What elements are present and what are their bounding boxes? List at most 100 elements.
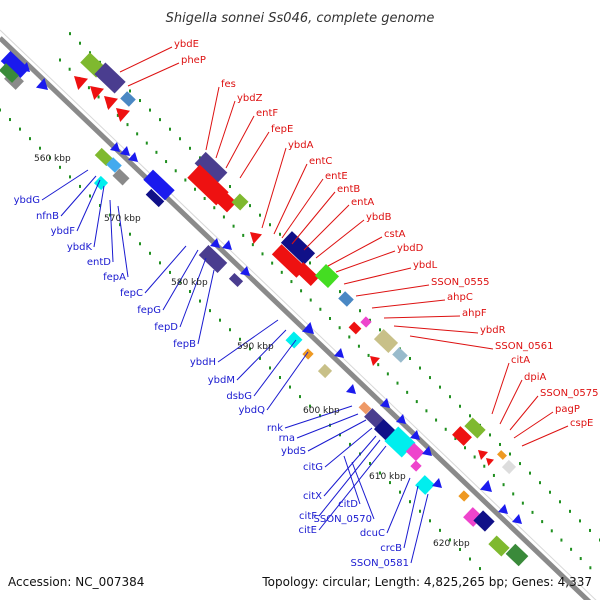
gene-label[interactable]: SSON_0555 [431, 277, 490, 288]
tick-dot [136, 132, 139, 136]
gene-label[interactable]: entB [337, 184, 360, 195]
gene-block [0, 50, 30, 80]
gene-label[interactable]: dsbG [226, 391, 252, 402]
tick-dot [189, 146, 191, 150]
label-connector [318, 439, 381, 517]
tick-dot [242, 233, 245, 237]
gene-label[interactable]: cstA [384, 229, 406, 240]
gene-label[interactable]: ybdF [51, 226, 76, 237]
label-connector [335, 250, 396, 273]
label-connector [261, 147, 287, 229]
tick-dot [19, 127, 21, 131]
gene-label[interactable]: crcB [380, 543, 402, 554]
gene-label[interactable]: ybdM [208, 375, 235, 386]
gene-arrow [128, 152, 138, 162]
gene-label[interactable]: ybdD [397, 243, 424, 254]
gene-label[interactable]: pagP [555, 404, 580, 415]
tick-dot [409, 500, 411, 504]
gene-label[interactable]: fepE [271, 124, 293, 135]
gene-label[interactable]: citD [338, 499, 358, 510]
gene-label[interactable]: citF [299, 511, 317, 522]
tick-dot [184, 178, 187, 182]
gene-label[interactable]: ybdA [288, 140, 314, 151]
gene-label[interactable]: fepC [120, 288, 143, 299]
gene-label[interactable]: entE [325, 171, 348, 182]
gene-label[interactable]: entA [351, 197, 374, 208]
gene-arrow [104, 96, 118, 110]
gene-arrow [116, 108, 130, 122]
gene-label[interactable]: citG [303, 462, 323, 473]
gene-arrow [120, 146, 130, 156]
gene-label[interactable]: ybdH [190, 357, 216, 368]
gene-label[interactable]: fepA [103, 272, 126, 283]
label-connector [217, 319, 279, 363]
gene-block [405, 442, 425, 462]
gene-label[interactable]: ybdZ [237, 93, 263, 104]
gene-label[interactable]: SSON_0581 [351, 558, 410, 569]
label-connector [499, 379, 523, 425]
gene-label[interactable]: entD [87, 257, 111, 268]
gene-label[interactable]: SSON_0570 [314, 514, 373, 525]
tick-dot [415, 400, 418, 404]
label-connector [296, 413, 359, 439]
label-connector [236, 329, 287, 381]
tick-dot [290, 280, 293, 284]
tick-dot [269, 223, 271, 227]
gene-label[interactable]: ybdS [281, 446, 306, 457]
tick-dot [560, 538, 563, 542]
tick-dot [459, 404, 461, 408]
tick-dot [97, 95, 100, 99]
label-connector [60, 175, 97, 217]
label-connector [41, 169, 89, 201]
gene-label[interactable]: ybdB [366, 212, 392, 223]
gene-label[interactable]: ybdE [174, 39, 199, 50]
gene-label[interactable]: ahpC [447, 292, 473, 303]
gene-label[interactable]: fepD [154, 322, 178, 333]
tick-dot [126, 123, 129, 127]
gene-label[interactable]: entF [256, 108, 278, 119]
label-connector [315, 219, 365, 259]
label-connector [386, 477, 411, 534]
gene-label[interactable]: ybdL [413, 260, 438, 271]
gene-label[interactable]: fepB [173, 339, 196, 350]
tick-label: 570 kbp [104, 214, 141, 224]
gene-label[interactable]: dcuC [360, 528, 385, 539]
gene-arrow [486, 458, 494, 466]
gene-block [410, 460, 422, 472]
gene-label[interactable]: citA [511, 355, 530, 366]
label-connector [76, 179, 101, 232]
tick-dot [379, 471, 381, 475]
tick-dot [509, 452, 511, 456]
label-connector [127, 62, 180, 87]
gene-label[interactable]: SSON_0561 [495, 341, 554, 352]
tick-dot [369, 461, 371, 465]
gene-block [415, 475, 435, 495]
gene-label[interactable]: cspE [570, 418, 593, 429]
tick-dot [289, 385, 291, 389]
gene-block [94, 147, 114, 167]
gene-label[interactable]: citX [303, 491, 322, 502]
gene-label[interactable]: dpiA [524, 372, 546, 383]
gene-label[interactable]: fes [221, 79, 236, 90]
gene-label[interactable]: ybdK [67, 242, 93, 253]
tick-dot [469, 557, 471, 561]
label-connector [162, 249, 199, 311]
gene-label[interactable]: pheP [181, 55, 206, 66]
gene-label[interactable]: rnk [267, 423, 283, 434]
gene-label[interactable]: nfnB [36, 211, 59, 222]
gene-label[interactable]: rna [279, 433, 295, 444]
gene-label[interactable]: citE [298, 525, 317, 536]
gene-label[interactable]: entC [309, 156, 332, 167]
gene-block [452, 426, 472, 446]
tick-dot [559, 500, 561, 504]
tick-dot [179, 280, 181, 284]
gene-label[interactable]: ybdG [14, 195, 40, 206]
gene-label[interactable]: ahpF [462, 308, 487, 319]
gene-label[interactable]: SSON_0575 [540, 388, 599, 399]
gene-label[interactable]: fepG [137, 305, 161, 316]
tick-dot [279, 376, 281, 379]
gene-arrow [36, 78, 48, 90]
gene-label[interactable]: ybdR [480, 325, 506, 336]
gene-label[interactable]: ybdQ [239, 405, 266, 416]
tick-dot [49, 156, 51, 160]
